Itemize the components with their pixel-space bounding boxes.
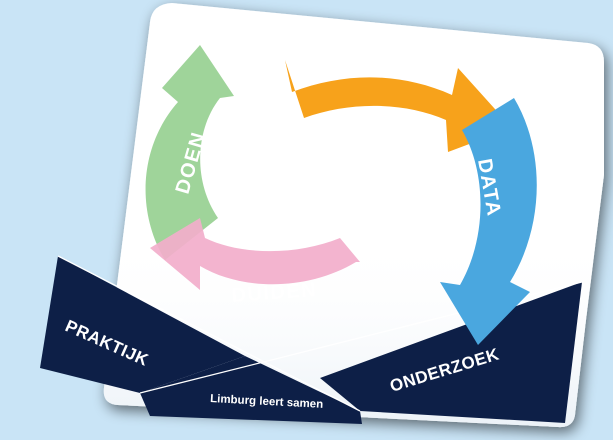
cycle-arrows	[145, 45, 537, 345]
praktijk-panel	[40, 256, 245, 393]
banner-panel	[140, 356, 362, 424]
doen-arrow	[145, 45, 234, 260]
cross-line-left	[57, 255, 361, 412]
data-arrow	[440, 98, 537, 345]
duiden-arrow	[150, 218, 360, 290]
banner-label: Limburg leert samen	[210, 393, 324, 411]
doelen-arrow	[285, 60, 512, 152]
onderzoek-panel	[320, 282, 582, 423]
